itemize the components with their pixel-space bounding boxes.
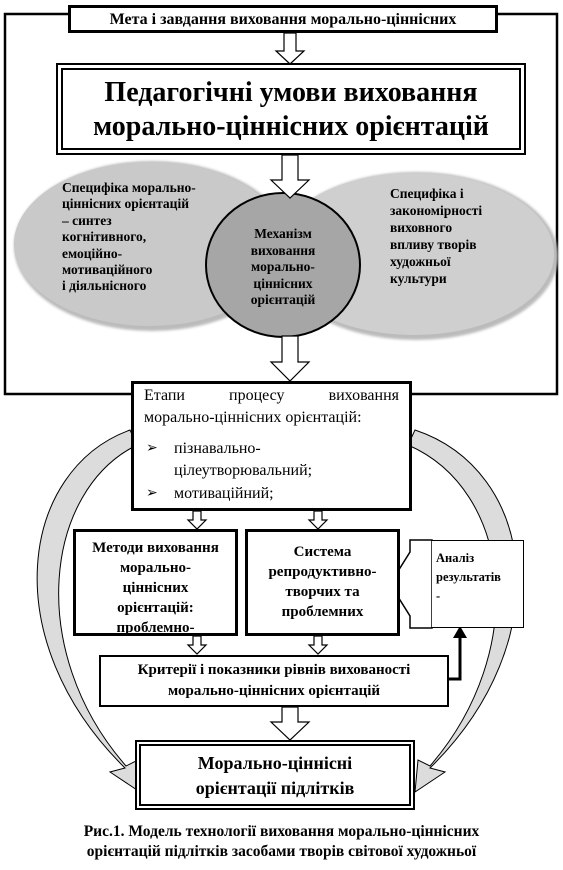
right-ellipse-line: культури xyxy=(390,271,447,286)
methods-line: ціннісних xyxy=(122,580,189,596)
curved-arrow-right xyxy=(407,429,518,793)
goal-text: Мета і завдання виховання морально-цінні… xyxy=(109,11,457,28)
methods-box: Методи виховання морально- ціннісних орі… xyxy=(73,529,238,636)
stages-title-line1: Етапи процесу виховання xyxy=(144,387,399,405)
mechanism-line: орієнтацій xyxy=(250,292,316,307)
left-ellipse-line: мотиваційного xyxy=(62,262,153,278)
criteria-to-analysis-arrowhead xyxy=(453,626,467,638)
right-ellipse-line: художньої xyxy=(390,254,451,269)
left-ellipse-text: Специфіка морально- ціннісних орієнтацій… xyxy=(62,180,222,301)
right-ellipse-line: закономірності xyxy=(390,203,483,218)
result-line: Морально-ціннісні xyxy=(197,753,353,773)
arrow-stages-to-system xyxy=(307,510,329,530)
system-line: Система xyxy=(293,544,352,560)
mechanism-line: ціннісних xyxy=(253,275,313,291)
figure-caption: Рис.1. Модель технології виховання морал… xyxy=(0,822,563,862)
arrow-goal-to-conditions xyxy=(274,32,306,65)
stages-title-line2: морально-ціннісних орієнтацій: xyxy=(144,409,362,426)
left-ellipse-line: і діяльнісного xyxy=(62,278,147,294)
left-ellipse-line: ціннісних орієнтацій xyxy=(62,196,189,212)
stage-item: цілеутворювальний; xyxy=(174,462,313,479)
right-ellipse-line: виховного xyxy=(390,220,453,235)
criteria-line: Критерії і показники рівнів вихованості xyxy=(137,662,411,678)
goal-box: Мета і завдання виховання морально-цінні… xyxy=(68,5,498,33)
methods-line: орієнтацій: xyxy=(117,600,194,616)
system-line: репродуктивно- xyxy=(268,564,377,580)
system-line: творчих та xyxy=(285,584,360,600)
criteria-to-analysis-line xyxy=(447,634,462,681)
result-box: Морально-ціннісні орієнтації підлітків xyxy=(135,740,415,810)
methods-line: проблемно- xyxy=(116,620,195,636)
analysis-line: результатів xyxy=(436,570,501,584)
left-ellipse-line: когнітивного, xyxy=(62,229,147,245)
stages-title-word: Етапи xyxy=(144,387,185,404)
left-ellipse-line: емоційно- xyxy=(62,245,123,261)
mechanism-line: Механізм xyxy=(254,226,312,241)
bullet-arrow-icon: ➢ xyxy=(146,485,158,501)
stages-title-word: процесу xyxy=(229,387,285,404)
methods-line: Методи виховання xyxy=(92,540,219,556)
right-ellipse-line: Специфіка і xyxy=(390,186,464,201)
conditions-box: Педагогічні умови виховання морально-цін… xyxy=(56,63,526,155)
arrow-criteria-to-result xyxy=(269,706,311,741)
arrow-stages-to-methods xyxy=(186,510,208,530)
analysis-line: Аналіз xyxy=(436,551,475,565)
methods-line: морально- xyxy=(120,560,191,576)
loop-line-left xyxy=(3,12,131,396)
conditions-title-line2: морально-ціннісних орієнтацій xyxy=(93,111,489,142)
criteria-box: Критерії і показники рівнів вихованості … xyxy=(99,655,449,707)
stages-box: Етапи процесу виховання морально-ціннісн… xyxy=(131,381,412,511)
result-line: орієнтації підлітків xyxy=(195,778,355,798)
system-box: Система репродуктивно- творчих та пробле… xyxy=(245,529,400,636)
arrow-system-to-criteria xyxy=(307,635,329,655)
arrow-methods-to-criteria xyxy=(186,635,208,655)
system-line: проблемних xyxy=(281,604,364,620)
conditions-title-line1: Педагогічні умови виховання xyxy=(104,77,478,108)
caption-line: орієнтацій підлітків засобами творів сві… xyxy=(86,843,477,860)
mechanism-line: виховання xyxy=(250,242,316,258)
mechanism-text: Механізм виховання морально- ціннісних о… xyxy=(228,226,338,309)
analysis-pointer-arrow xyxy=(389,539,433,629)
stage-item: пізнавально- xyxy=(174,440,261,457)
arrow-conditions-to-mechanism xyxy=(269,154,311,199)
mechanism-line: морально- xyxy=(251,259,315,274)
bullet-arrow-icon: ➢ xyxy=(146,440,158,456)
stage-item: мотиваційний; xyxy=(174,485,274,502)
criteria-line: морально-ціннісних орієнтацій xyxy=(167,683,381,699)
loop-line-right xyxy=(412,12,559,396)
left-ellipse-line: Специфіка морально- xyxy=(62,180,196,195)
right-ellipse-line: впливу творів xyxy=(390,237,477,252)
stages-title-word: виховання xyxy=(328,387,399,404)
caption-line: Рис.1. Модель технології виховання морал… xyxy=(83,823,480,840)
arrow-mechanism-to-stages xyxy=(269,335,311,382)
right-ellipse-text: Специфіка і закономірності виховного впл… xyxy=(390,185,530,287)
analysis-line: - xyxy=(436,589,441,603)
left-ellipse-line: – синтез xyxy=(62,212,112,228)
analysis-box: Аналіз результатів - xyxy=(432,540,524,628)
